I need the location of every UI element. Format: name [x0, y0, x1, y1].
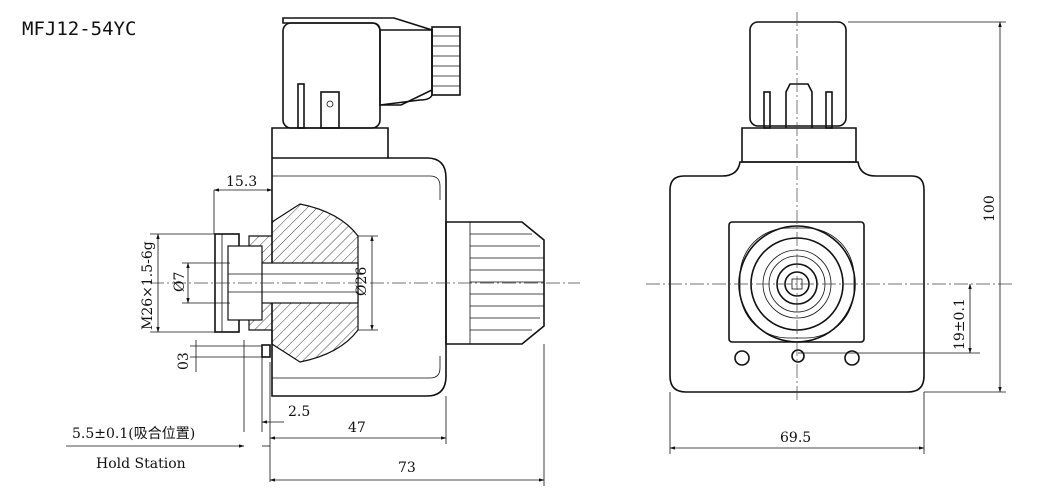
front-body: [669, 161, 925, 393]
connector-front: [749, 21, 847, 127]
dim-100: 100: [982, 195, 998, 222]
front-pin-right: [825, 91, 833, 129]
connector-housing: [282, 17, 433, 106]
dim-15-3: 15.3: [226, 174, 257, 190]
knurled-nut: [445, 221, 545, 345]
mount-hole-left-icon: [734, 350, 750, 366]
dim-73: 73: [398, 460, 416, 476]
front-view: 100 19±0.1 69.5: [646, 12, 1012, 454]
dim-5-5: 5.5±0.1(吸合位置): [72, 426, 195, 442]
dim-19: 19±0.1: [952, 298, 968, 350]
dim-03: 03: [176, 352, 192, 370]
front-pin-center: [785, 83, 813, 128]
dim-phi26: Ø26: [354, 267, 370, 296]
pin-left: [297, 83, 305, 129]
drawing-title: MFJ12-54YC: [22, 18, 136, 40]
mount-hole-right-icon: [844, 350, 860, 366]
pin-center: [320, 91, 340, 129]
knurl-lines: [470, 233, 544, 331]
dim-phi7: Ø7: [172, 272, 188, 292]
pin-hole-icon: [326, 100, 334, 108]
dim-m26: M26×1.5-6g: [140, 241, 156, 330]
front-collar: [741, 127, 857, 163]
mount-hole-center-icon: [791, 349, 805, 363]
dim-2-5: 2.5: [288, 404, 310, 420]
dim-47: 47: [348, 420, 366, 436]
front-pin-left: [763, 91, 771, 129]
dim-69-5: 69.5: [780, 430, 811, 446]
hold-station-label: Hold Station: [96, 456, 186, 472]
cable-gland: [431, 26, 461, 96]
coil-body: [271, 127, 447, 397]
side-view: 15.3 M26×1.5-6g Ø7 Ø26 03 2.5 47 5.5±0.1…: [66, 17, 580, 486]
